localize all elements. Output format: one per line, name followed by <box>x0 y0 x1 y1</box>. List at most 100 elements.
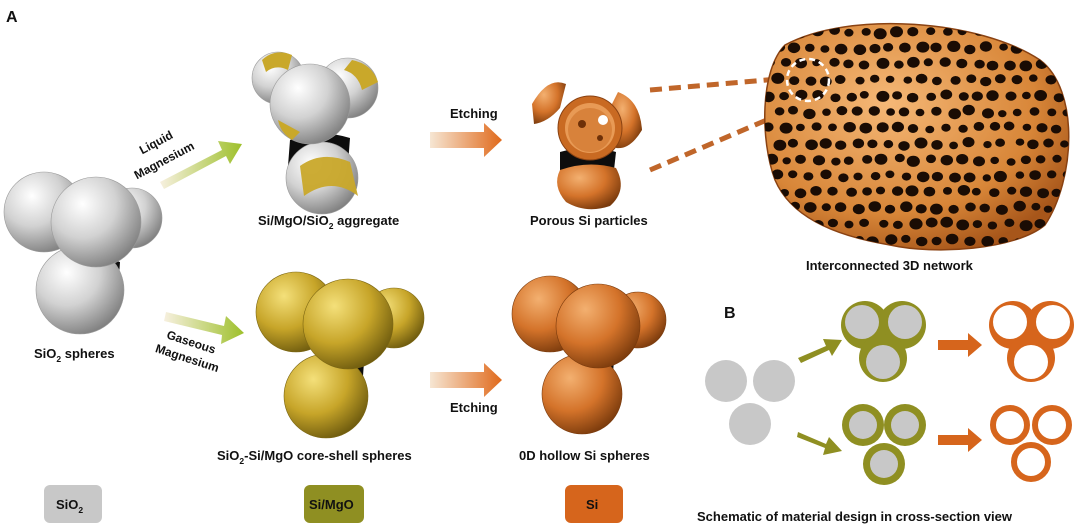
network-pore <box>1059 201 1069 213</box>
network-pore <box>1079 46 1084 54</box>
network-pore <box>986 90 999 101</box>
network-pore <box>1037 188 1049 199</box>
network-pore <box>931 171 944 182</box>
network-pore <box>1043 205 1053 213</box>
hollow-si-cluster <box>511 275 667 435</box>
network-pore <box>1022 91 1031 100</box>
network-pore <box>764 122 774 132</box>
network-pore <box>1077 172 1084 182</box>
network-pore <box>831 157 841 166</box>
network-pore <box>943 187 952 195</box>
schematic-etch-arrow-top <box>938 333 982 357</box>
network-pore <box>1035 155 1046 164</box>
network-pore <box>1051 188 1062 197</box>
network-pore <box>932 76 942 86</box>
network-pore <box>1076 106 1084 114</box>
network-pore <box>828 123 837 132</box>
network-pore <box>964 236 976 246</box>
network-pore <box>804 202 817 213</box>
network-pore <box>1067 27 1069 38</box>
network-pore <box>788 236 801 247</box>
network-pore <box>885 234 898 245</box>
network-pore <box>931 236 942 246</box>
network-pore <box>858 60 870 70</box>
panel-label-b: B <box>724 305 736 322</box>
network-pore <box>838 173 849 183</box>
network-pore <box>1034 219 1046 229</box>
network-pore <box>774 205 784 214</box>
network-pore <box>958 124 968 133</box>
network-pore <box>926 27 936 35</box>
network-pore <box>1004 218 1015 227</box>
legend-label-si: Si <box>586 497 598 512</box>
network-pore <box>883 43 894 52</box>
label-hollow: 0D hollow Si spheres <box>519 448 650 463</box>
network-pore <box>986 60 999 71</box>
network-pore <box>771 72 785 84</box>
network-pore <box>1007 186 1017 195</box>
network-pore <box>898 141 910 151</box>
network-pore <box>774 107 785 116</box>
network-pore <box>843 122 856 133</box>
network-pore <box>893 220 903 229</box>
network-pore <box>956 219 970 231</box>
network-pore <box>956 58 968 69</box>
network-pore <box>846 92 857 102</box>
network-pore <box>803 172 814 181</box>
network-pore <box>1013 200 1026 212</box>
network-pore <box>861 28 871 36</box>
network-pore <box>1043 138 1054 148</box>
network-pore <box>827 186 838 196</box>
schematic-etch-arrow-bottom <box>938 428 982 452</box>
schematic-core-shell <box>842 404 926 485</box>
label-sio2-spheres: SiO2 spheres <box>34 346 115 364</box>
label-aggregate: Si/MgO/SiO2 aggregate <box>258 213 399 231</box>
network-pore <box>875 186 886 195</box>
network-pore <box>994 74 1006 84</box>
network-pore <box>945 233 959 245</box>
network-pore <box>1053 93 1065 103</box>
network-pore <box>771 169 784 180</box>
network-pore <box>827 218 839 228</box>
network-pore <box>1022 123 1032 131</box>
network-pore <box>899 42 911 53</box>
network-pore <box>876 57 890 69</box>
label-core-shell: SiO2-Si/MgO core-shell spheres <box>217 448 412 466</box>
network-pore <box>931 140 943 150</box>
network-pore <box>779 27 791 37</box>
arrow-gaseous-magnesium <box>164 312 244 344</box>
network-pore <box>906 155 920 167</box>
sio2-spheres-cluster <box>3 171 163 335</box>
network-pore <box>1069 187 1082 198</box>
network-pore <box>884 204 896 214</box>
network-pore <box>947 40 961 53</box>
network-pore <box>788 170 798 179</box>
network-pore <box>949 141 958 150</box>
network-pore <box>1019 220 1033 232</box>
network-pore <box>1012 108 1022 117</box>
schematic-sio2-circles <box>705 360 795 445</box>
network-pore <box>803 108 816 120</box>
network-pore <box>790 201 800 211</box>
network-pore <box>907 27 919 37</box>
network-pore <box>980 76 992 87</box>
network-pore <box>811 122 822 131</box>
network-pore <box>941 123 951 132</box>
arrow-etching-bottom <box>430 363 502 397</box>
network-pore <box>998 110 1007 118</box>
network-pore <box>1062 74 1069 83</box>
network-pore <box>1077 76 1084 83</box>
network-pore <box>844 220 854 229</box>
network-pore <box>905 185 919 197</box>
network-pore <box>819 138 832 149</box>
network-pore <box>1029 74 1038 82</box>
network-pore <box>1029 45 1040 54</box>
network-pore <box>974 59 985 69</box>
network-pore <box>907 124 919 133</box>
network-pore <box>1053 60 1065 71</box>
network-pore <box>779 122 793 134</box>
arrow-label-etching-top: Etching <box>450 106 498 121</box>
legend-label-si-mgo: Si/MgO <box>309 497 354 512</box>
network-pore <box>812 155 826 166</box>
